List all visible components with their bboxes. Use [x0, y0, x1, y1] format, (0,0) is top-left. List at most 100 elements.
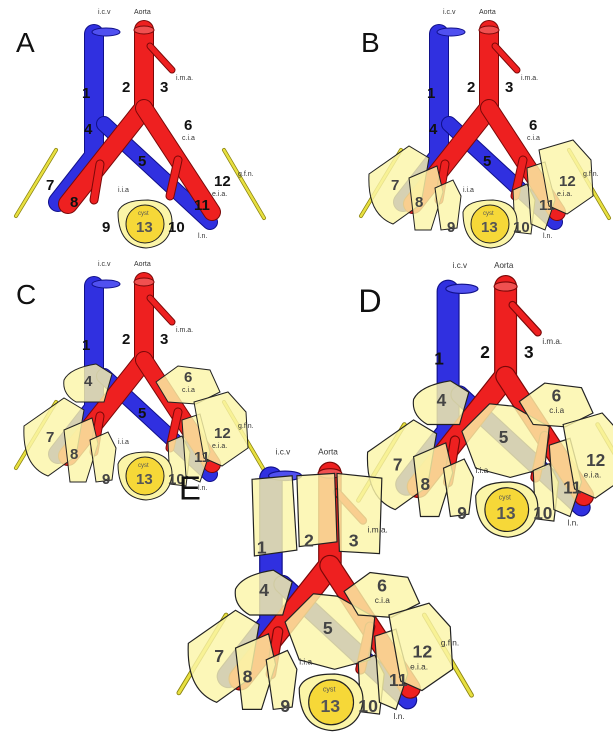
zone-number-7: 7: [391, 177, 399, 194]
zone-number-6: 6: [377, 575, 387, 595]
label-icv: i.c.v: [98, 9, 111, 16]
aorta-top: [134, 278, 154, 286]
zone-number-12: 12: [413, 641, 433, 661]
zone-number-11: 11: [539, 197, 555, 214]
zone-number-12: 12: [586, 450, 605, 470]
zone-number-10: 10: [358, 696, 378, 716]
zone-number-2: 2: [467, 79, 475, 96]
panel-letter: B: [361, 27, 380, 58]
panel-letter: C: [16, 279, 36, 310]
ivc-top: [92, 28, 120, 36]
zone-number-2: 2: [122, 331, 130, 348]
label-icv: i.c.v: [276, 448, 292, 457]
label-aorta: Aorta: [479, 9, 496, 16]
label-eia: e.i.a.: [557, 191, 572, 198]
zone-number-13: 13: [136, 219, 153, 236]
zone-number-4: 4: [259, 580, 269, 600]
zone-number-1: 1: [427, 85, 435, 102]
zone-number-11: 11: [563, 478, 582, 498]
zone-number-5: 5: [499, 427, 509, 447]
zone-number-6: 6: [552, 386, 562, 406]
zone-number-13: 13: [496, 503, 515, 523]
panel-letter: D: [358, 283, 381, 319]
label-iia: i.i.a: [118, 187, 129, 194]
zone-number-1: 1: [257, 538, 267, 558]
zone-number-10: 10: [533, 503, 552, 523]
label-eia: e.i.a.: [584, 470, 601, 479]
zone-number-12: 12: [214, 173, 231, 190]
label-aorta: Aorta: [494, 261, 514, 270]
cyst-label: cyst: [323, 686, 336, 694]
zone-number-13: 13: [320, 696, 340, 716]
cyst-label: cyst: [138, 463, 149, 469]
label-eia: e.i.a.: [212, 443, 227, 450]
label-icv: i.c.v: [98, 261, 111, 268]
label-ln: l.n.: [543, 233, 552, 240]
label-aorta: Aorta: [134, 9, 151, 16]
label-iia: i.i.a: [299, 658, 312, 667]
zone-number-8: 8: [415, 194, 423, 211]
zone-number-9: 9: [447, 219, 455, 236]
ivc-top: [437, 28, 465, 36]
zone-number-9: 9: [457, 503, 467, 523]
zone-number-8: 8: [70, 446, 78, 463]
label-icv: i.c.v: [443, 9, 456, 16]
zone-number-6: 6: [184, 369, 192, 386]
zone-number-4: 4: [84, 373, 93, 390]
cyst-label: cyst: [499, 494, 511, 501]
zone-3: [337, 473, 382, 553]
label-iia: i.i.a: [118, 439, 129, 446]
cyst-label: cyst: [138, 211, 149, 217]
zone-number-3: 3: [505, 79, 513, 96]
zone-number-10: 10: [168, 219, 185, 236]
zone-number-7: 7: [393, 455, 403, 475]
label-gfn: g.f.n.: [238, 423, 254, 430]
zone-number-5: 5: [323, 618, 333, 638]
label-ln: l.n.: [568, 519, 579, 528]
zone-number-8: 8: [243, 666, 253, 686]
label-gfn: g.f.n.: [441, 639, 459, 648]
zone-number-5: 5: [138, 153, 146, 170]
label-cia: c.i.a: [182, 135, 195, 142]
label-iia: i.i.a: [476, 466, 489, 475]
panel-letter: A: [16, 27, 35, 58]
panel-a: Acyst13123456789101112i.c.vAortai.m.a.c.…: [16, 9, 264, 248]
label-ima: i.m.a.: [368, 525, 388, 534]
label-cia: c.i.a: [375, 596, 391, 605]
zone-number-4: 4: [429, 121, 438, 138]
zone-number-10: 10: [513, 219, 530, 236]
aorta-top: [479, 26, 499, 34]
zone-number-9: 9: [102, 219, 110, 236]
label-ima: i.m.a.: [542, 337, 562, 346]
zone-number-11: 11: [194, 197, 210, 214]
zone-number-8: 8: [421, 474, 431, 494]
label-cia: c.i.a: [182, 387, 195, 394]
label-eia: e.i.a.: [212, 191, 227, 198]
zone-number-3: 3: [160, 79, 168, 96]
zone-number-7: 7: [214, 646, 224, 666]
zone-number-4: 4: [84, 121, 93, 138]
aorta-top: [134, 26, 154, 34]
ivc-top: [446, 284, 478, 293]
zone-number-3: 3: [524, 342, 534, 362]
zone-number-6: 6: [529, 117, 537, 134]
panel-letter: E: [179, 470, 201, 507]
aorta-top: [494, 282, 517, 291]
zone-number-6: 6: [184, 117, 192, 134]
label-ima: i.m.a.: [176, 75, 193, 82]
zone-number-3: 3: [160, 331, 168, 348]
zone-number-4: 4: [437, 390, 447, 410]
zone-number-9: 9: [102, 471, 110, 488]
zone-number-8: 8: [70, 194, 78, 211]
zone-number-12: 12: [214, 425, 231, 442]
label-ln: l.n.: [394, 712, 405, 721]
label-ln: l.n.: [198, 233, 207, 240]
zone-number-1: 1: [82, 337, 90, 354]
zone-number-5: 5: [483, 153, 491, 170]
cyst-label: cyst: [483, 211, 494, 217]
zone-number-7: 7: [46, 429, 54, 446]
zone-number-2: 2: [304, 531, 314, 551]
